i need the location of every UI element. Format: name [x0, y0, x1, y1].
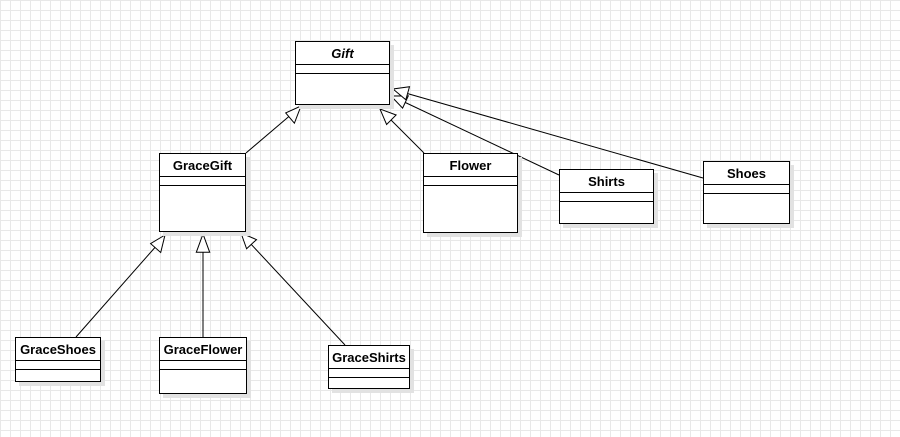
- class-graceflower-name: GraceFlower: [163, 342, 243, 357]
- class-graceshoes[interactable]: GraceShoes: [15, 337, 101, 382]
- class-graceflower[interactable]: GraceFlower: [159, 337, 247, 394]
- class-flower-name: Flower: [449, 158, 492, 173]
- class-graceshirts-attributes: [329, 368, 409, 377]
- class-shirts-operations: [560, 201, 653, 223]
- class-shirts-name: Shirts: [588, 174, 625, 189]
- class-flower-attributes: [424, 176, 517, 185]
- class-graceflower-attributes: [160, 360, 246, 369]
- generalization-flower-to-gift[interactable]: [379, 108, 425, 154]
- class-graceshoes-attributes: [16, 360, 100, 369]
- class-graceshirts[interactable]: GraceShirts: [328, 345, 410, 389]
- class-gift-name: Gift: [331, 46, 354, 61]
- class-graceshirts-operations: [329, 377, 409, 388]
- class-graceshirts-name: GraceShirts: [332, 350, 406, 365]
- class-gracegift-operations: [160, 185, 245, 231]
- generalization-graceshoes-to-gracegift[interactable]: [75, 233, 166, 338]
- class-shoes[interactable]: Shoes: [703, 161, 790, 224]
- class-graceshoes-name: GraceShoes: [20, 342, 96, 357]
- class-shoes-operations: [704, 193, 789, 223]
- generalization-graceshirts-to-gracegift[interactable]: [240, 232, 346, 346]
- class-flower[interactable]: Flower: [423, 153, 518, 233]
- class-shoes-name: Shoes: [726, 166, 766, 181]
- class-shoes-attributes: [704, 184, 789, 193]
- generalization-graceflower-to-gracegift[interactable]: [195, 232, 211, 337]
- generalization-gracegift-to-gift[interactable]: [245, 105, 302, 154]
- class-flower-operations: [424, 185, 517, 232]
- class-shirts[interactable]: Shirts: [559, 169, 654, 224]
- generalization-shoes-to-gift[interactable]: [391, 86, 704, 179]
- class-gracegift-attributes: [160, 176, 245, 185]
- generalization-shirts-to-gift[interactable]: [389, 95, 560, 176]
- class-gift[interactable]: Gift: [295, 41, 390, 105]
- class-shirts-attributes: [560, 192, 653, 201]
- class-graceshoes-operations: [16, 369, 100, 381]
- class-graceflower-operations: [160, 369, 246, 393]
- class-gracegift[interactable]: GraceGift: [159, 153, 246, 232]
- class-gift-operations: [296, 73, 389, 104]
- class-gift-attributes: [296, 64, 389, 73]
- class-gracegift-name: GraceGift: [172, 158, 233, 173]
